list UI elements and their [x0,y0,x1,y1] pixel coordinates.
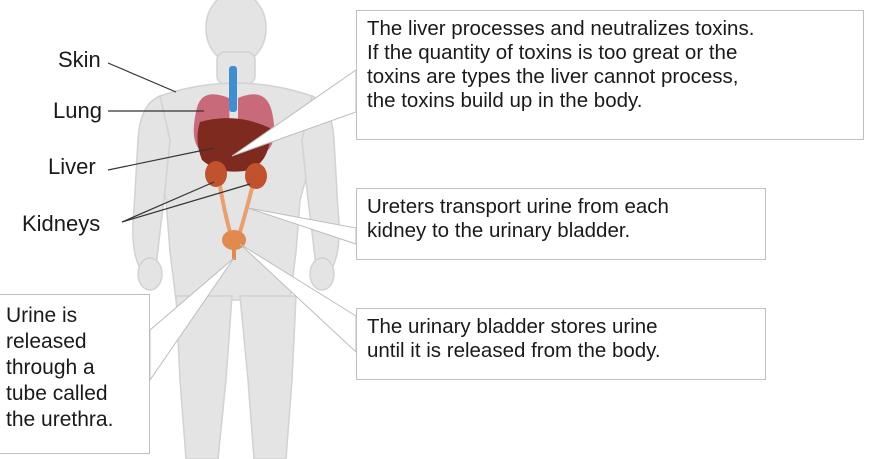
left-ureter [218,185,232,233]
urethra-callout-line-3: through a [6,356,95,379]
urethra-callout-line-2: released [6,330,87,353]
urinary-bladder [222,230,246,250]
right-kidney [245,163,267,189]
ureters-callout: Ureters transport urine from each kidney… [356,188,766,260]
skin-label: Skin [58,47,101,72]
left-hand [137,257,163,291]
trachea [229,66,237,112]
right-leg [239,295,297,459]
kidney-leader-2 [121,183,251,223]
liver [197,118,271,172]
liver-callout-line-3: toxins are types the liver cannot proces… [367,65,739,88]
liver-callout-line-4: the toxins build up in the body. [367,89,643,112]
bladder-callout: The urinary bladder stores urine until i… [356,308,766,380]
left-kidney [205,161,227,187]
liver-callout: The liver processes and neutralizes toxi… [356,10,864,140]
label-leader-lines [107,62,251,223]
urethra-callout: Urine is released through a tube called … [0,294,150,454]
liver-callout-line-1: The liver processes and neutralizes toxi… [367,17,755,40]
kidney-leader-1 [121,181,215,223]
bladder-callout-line-2: until it is released from the body. [367,339,661,362]
urethra-callout-line-4: tube called [6,382,108,405]
skin-leader [107,62,177,93]
left-leg [175,295,233,459]
urethra-callout-line-1: Urine is [6,304,78,327]
urethra-callout-pointer [149,257,235,382]
liver-callout-line-2: If the quantity of toxins is too great o… [367,41,738,64]
ureters-callout-line-1: Ureters transport urine from each [367,195,669,218]
urethra [232,248,236,260]
left-arm [132,94,171,269]
lung-label: Lung [53,98,102,123]
liver-label: Liver [48,154,96,179]
urethra-callout-line-5: the urethra. [6,408,114,431]
organs [193,66,275,260]
callout-pointers [149,69,357,382]
liver-leader [107,147,215,171]
right-hand [309,257,335,291]
kidneys-label: Kidneys [22,211,101,236]
bladder-callout-line-1: The urinary bladder stores urine [367,315,658,338]
ureters-callout-line-2: kidney to the urinary bladder. [367,219,631,242]
right-ureter [238,187,254,233]
